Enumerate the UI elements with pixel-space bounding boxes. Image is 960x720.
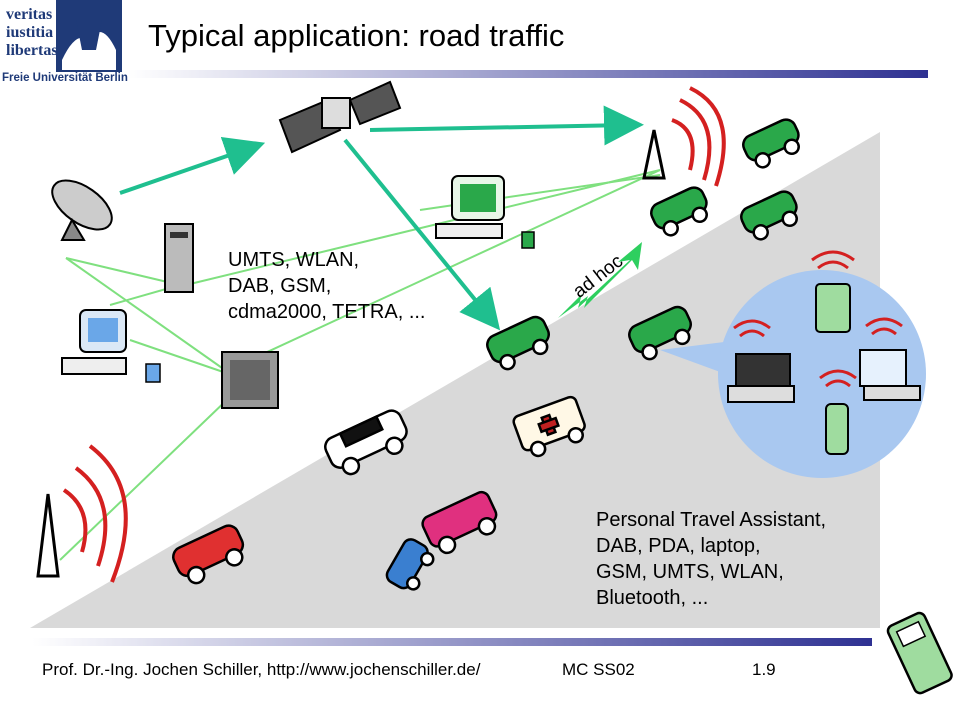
satellite-dish-icon xyxy=(51,179,113,241)
handheld-phone-icon xyxy=(886,611,953,695)
slide-title: Typical application: road traffic xyxy=(148,18,565,53)
logo-university-name: Freie Universität Berlin xyxy=(2,72,128,84)
tow-truck-icon xyxy=(421,490,498,555)
logo-motto-line: veritas xyxy=(6,6,53,23)
satellite-icon xyxy=(278,80,402,154)
title-underline-bar xyxy=(128,70,928,78)
pda-icon xyxy=(815,283,851,333)
green-car-icon xyxy=(742,118,800,169)
satellite-arrows xyxy=(119,105,644,331)
personal-travel-assistant-bubble xyxy=(660,250,926,478)
green-car-icon xyxy=(650,186,708,237)
car-icons xyxy=(172,118,800,591)
green-car-icon xyxy=(486,315,550,371)
red-car-icon xyxy=(172,524,245,585)
green-car-icon xyxy=(740,190,798,241)
footer-course: MC SS02 xyxy=(562,660,635,679)
travel-assistant-caption: Personal Travel Assistant, DAB, PDA, lap… xyxy=(596,509,827,609)
technologies-caption: UMTS, WLAN, DAB, GSM, cdma2000, TETRA, .… xyxy=(228,249,426,323)
logo-motto-line: libertas xyxy=(6,42,58,59)
road xyxy=(30,132,880,628)
logo-motto-line: iustitia xyxy=(6,24,54,41)
laptop-icon xyxy=(727,353,795,403)
police-car-icon xyxy=(324,409,408,476)
university-logo: veritas iustitia libertas Freie Universi… xyxy=(0,0,128,92)
laptop-icon xyxy=(859,349,921,401)
double-arrow-icon xyxy=(558,242,642,318)
radio-tower-icon xyxy=(642,86,726,187)
blue-car-icon xyxy=(385,538,435,591)
footer-bar xyxy=(32,638,872,646)
radio-tower-icon xyxy=(36,444,128,583)
network-rack-icon xyxy=(221,351,279,409)
university-seal-icon xyxy=(56,0,122,72)
computer-icon xyxy=(435,175,535,249)
footer-author: Prof. Dr.-Ing. Jochen Schiller, http://w… xyxy=(42,660,481,679)
server-icon xyxy=(164,223,194,293)
ambulance-icon xyxy=(512,395,586,458)
computer-icon xyxy=(61,309,161,383)
mobile-phone-icon xyxy=(825,403,849,455)
adhoc-link: ad hoc xyxy=(548,236,668,332)
footer-page-number: 1.9 xyxy=(752,660,776,679)
green-car-icon xyxy=(628,305,692,361)
